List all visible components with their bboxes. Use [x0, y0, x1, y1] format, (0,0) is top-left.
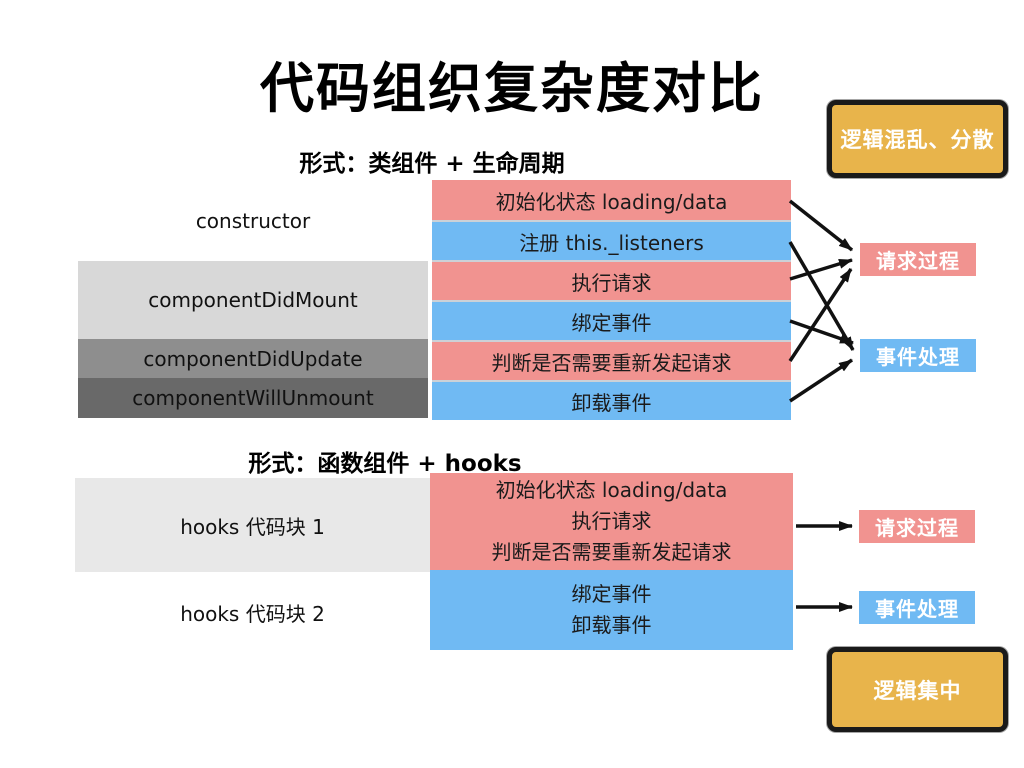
event-handling-tag-bottom: 事件处理 — [859, 591, 975, 624]
hooks-group-request-line-1: 初始化状态 loading/data — [495, 478, 728, 502]
lifecycle-componentWillUnmount-box: componentWillUnmount — [78, 378, 428, 418]
hooks-group-events-line-2: 卸载事件 — [571, 613, 652, 637]
hooks-section-heading: 形式：函数组件 + hooks — [248, 451, 522, 477]
arrow-check-to-request — [788, 268, 853, 362]
page-title: 代码组织复杂度对比 — [260, 57, 764, 120]
annotation-centralized-logic: 逻辑集中 — [827, 647, 1008, 732]
hooks-block-1-box: hooks 代码块 1 — [75, 478, 430, 572]
logic-row-register-listeners: 注册 this._listeners — [432, 220, 791, 260]
hooks-group-request-line-3: 判断是否需要重新发起请求 — [491, 540, 732, 564]
class-section-heading: 形式：类组件 + 生命周期 — [299, 151, 565, 177]
arrow-bind-to-event — [789, 319, 854, 345]
arrow-init-to-request — [788, 199, 854, 252]
hooks-group-events: 绑定事件 卸载事件 — [430, 570, 793, 650]
lifecycle-componentDidMount-box: componentDidMount — [78, 261, 428, 339]
annotation-messy-logic: 逻辑混乱、分散 — [827, 100, 1008, 178]
lifecycle-componentDidUpdate-box: componentDidUpdate — [78, 339, 428, 378]
lifecycle-constructor-label: constructor — [195, 209, 311, 233]
logic-row-check-refetch: 判断是否需要重新发起请求 — [432, 340, 791, 380]
annotation-messy-logic-label: 逻辑混乱、分散 — [840, 128, 995, 152]
event-handling-tag-top: 事件处理 — [860, 339, 976, 372]
logic-row-bind-events: 绑定事件 — [432, 300, 791, 340]
hooks-block-2-label: hooks 代码块 2 — [180, 601, 325, 626]
annotation-centralized-logic-label: 逻辑集中 — [873, 678, 962, 703]
request-process-tag-top: 请求过程 — [860, 243, 976, 276]
arrow-request-to-request — [789, 258, 853, 281]
hooks-group-request: 初始化状态 loading/data 执行请求 判断是否需要重新发起请求 — [430, 473, 793, 570]
hooks-group-request-line-2: 执行请求 — [571, 509, 652, 533]
class-logic-rows: 初始化状态 loading/data 注册 this._listeners 执行… — [432, 180, 791, 420]
arrow-unbind-to-event — [789, 358, 853, 403]
logic-row-init-state: 初始化状态 loading/data — [432, 180, 791, 220]
logic-row-unbind-events: 卸载事件 — [432, 380, 791, 420]
arrow-register-to-event — [788, 241, 855, 351]
hooks-group-events-line-1: 绑定事件 — [571, 582, 652, 606]
request-process-tag-bottom: 请求过程 — [859, 510, 975, 543]
logic-row-do-request: 执行请求 — [432, 260, 791, 300]
